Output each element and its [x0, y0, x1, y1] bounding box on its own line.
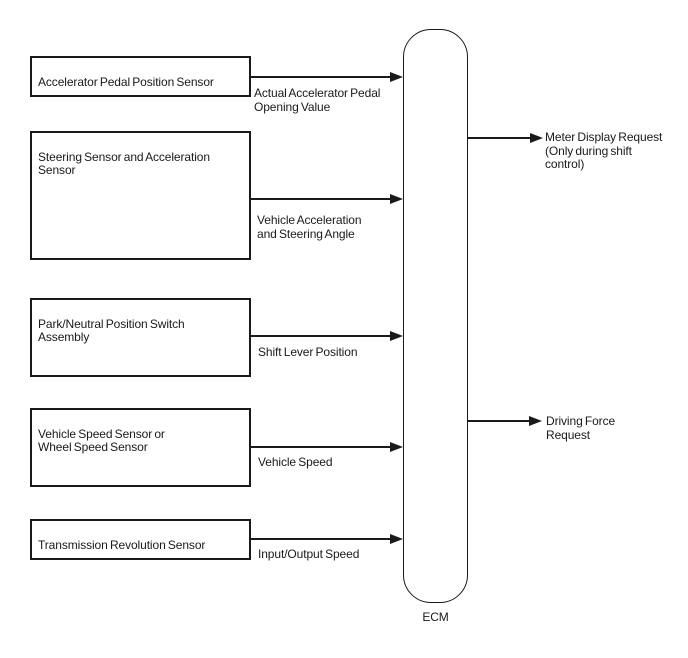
- signal-label-vehicle-acceleration-steering-angle: Vehicle Acceleration and Steering Angle: [257, 213, 362, 241]
- ecm-node: [403, 29, 468, 603]
- sensor-box-label: Park/Neutral Position Switch Assembly: [38, 316, 185, 344]
- sensor-box-label: Transmission Revolution Sensor: [38, 537, 206, 552]
- sensor-box-vehicle-wheel-speed: Vehicle Speed Sensor or Wheel Speed Sens…: [30, 408, 251, 487]
- signal-label-input-output-speed: Input/Output Speed: [258, 547, 360, 561]
- input-arrow-line: [251, 538, 391, 540]
- sensor-box-park-neutral-switch: Park/Neutral Position Switch Assembly: [30, 298, 251, 377]
- ecm-label: ECM: [422, 610, 449, 624]
- input-arrow-line: [251, 198, 391, 200]
- sensor-box-label: Vehicle Speed Sensor or Wheel Speed Sens…: [38, 426, 165, 454]
- signal-label-vehicle-speed: Vehicle Speed: [258, 455, 333, 469]
- arrowhead-right-icon: [530, 133, 543, 143]
- output-label-meter-display-request: Meter Display Request (Only during shift…: [545, 130, 663, 171]
- arrowhead-right-icon: [390, 331, 403, 341]
- output-arrow-line: [468, 137, 530, 139]
- input-arrow-line: [251, 335, 391, 337]
- output-label-driving-force-request: Driving Force Request: [546, 414, 616, 442]
- sensor-box-label: Steering Sensor and Acceleration Sensor: [38, 149, 210, 177]
- sensor-box-steering-acceleration: Steering Sensor and Acceleration Sensor: [30, 131, 251, 260]
- arrowhead-right-icon: [529, 416, 542, 426]
- input-arrow-line: [251, 446, 391, 448]
- signal-label-shift-lever-position: Shift Lever Position: [258, 345, 358, 359]
- arrowhead-right-icon: [390, 442, 403, 452]
- arrowhead-right-icon: [390, 194, 403, 204]
- sensor-box-transmission-revolution: Transmission Revolution Sensor: [30, 519, 251, 560]
- input-arrow-line: [251, 76, 391, 78]
- sensor-box-accelerator-pedal-position: Accelerator Pedal Position Sensor: [30, 56, 251, 97]
- arrowhead-right-icon: [390, 72, 403, 82]
- sensor-box-label: Accelerator Pedal Position Sensor: [38, 74, 214, 89]
- signal-label-actual-accelerator-pedal-opening-value: Actual Accelerator Pedal Opening Value: [254, 86, 381, 114]
- arrowhead-right-icon: [390, 534, 403, 544]
- output-arrow-line: [468, 420, 529, 422]
